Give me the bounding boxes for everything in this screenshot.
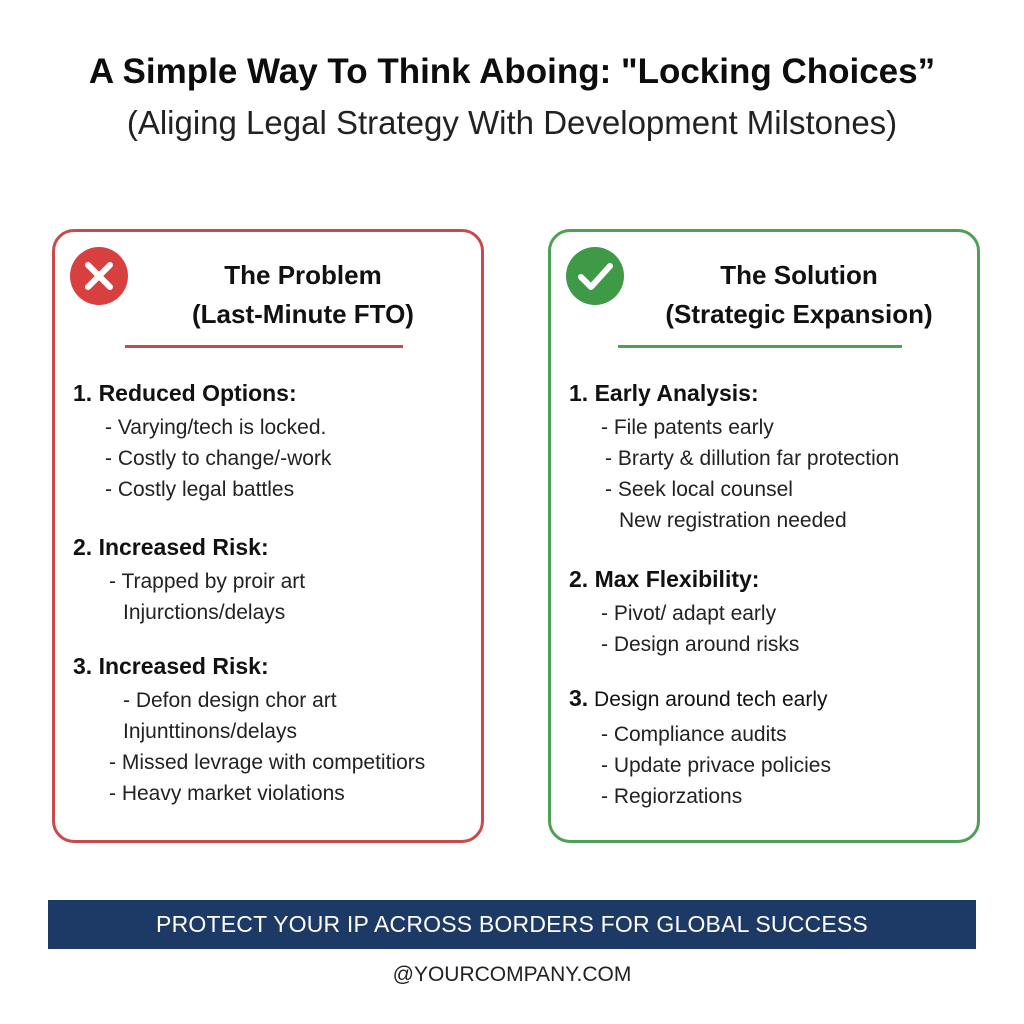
problem-heading: The Problem (Last-Minute FTO): [135, 256, 471, 334]
solution-section-1: 1. Early Analysis: - File patents early …: [569, 378, 971, 536]
list-item: - Regiorzations: [601, 785, 743, 808]
solution-heading-title: The Solution: [720, 260, 878, 290]
list-item: - Trapped by proir art: [109, 570, 306, 593]
section-heading: 3. Design around tech early: [569, 683, 971, 715]
solution-section-3: 3. Design around tech early - Compliance…: [569, 683, 971, 812]
section-heading-text: Design around tech early: [594, 688, 828, 711]
problem-section-2: 2. Increased Risk: - Trapped by proir ar…: [73, 532, 475, 628]
x-circle-icon: [69, 246, 129, 306]
list-item: - Defon design chor art: [123, 689, 337, 712]
footer-website: @YOURCOMPANY.COM: [392, 963, 632, 986]
solution-divider: [618, 345, 902, 348]
problem-divider: [125, 345, 403, 348]
list-item: - Compliance audits: [601, 723, 787, 746]
page-title: A Simple Way To Think Aboing: "Locking C…: [88, 52, 936, 91]
section-heading: 2. Increased Risk:: [73, 534, 269, 560]
list-item: - Heavy market violations: [109, 782, 345, 805]
problem-heading-subtitle: (Last-Minute FTO): [192, 299, 414, 329]
section-heading: 1. Reduced Options:: [73, 380, 297, 406]
section-heading: 1. Early Analysis:: [569, 380, 759, 406]
list-item: - Costly to change/-work: [105, 447, 332, 470]
solution-heading: The Solution (Strategic Expansion): [631, 256, 967, 334]
list-item: - Seek local counsel: [605, 478, 793, 501]
page-subtitle: (Aliging Legal Strategy With Development…: [126, 104, 898, 141]
section-number: 3.: [569, 685, 589, 711]
list-item: - File patents early: [601, 416, 774, 439]
problem-section-1: 1. Reduced Options: - Varying/tech is lo…: [73, 378, 475, 505]
check-circle-icon: [565, 246, 625, 306]
list-item: - Varying/tech is locked.: [105, 416, 327, 439]
cta-banner: PROTECT YOUR IP ACROSS BORDERS FOR GLOBA…: [48, 900, 976, 949]
list-item: - Missed levrage with competitiors: [109, 751, 426, 774]
list-item: - Design around risks: [601, 633, 800, 656]
solution-heading-subtitle: (Strategic Expansion): [665, 299, 933, 329]
list-item: New registration needed: [619, 509, 847, 532]
list-item: - Costly legal battles: [105, 478, 295, 501]
list-item: Injurctions/delays: [123, 601, 286, 624]
solution-section-2: 2. Max Flexibility: - Pivot/ adapt early…: [569, 564, 971, 660]
section-heading: 2. Max Flexibility:: [569, 566, 760, 592]
section-heading: 3. Increased Risk:: [73, 653, 269, 679]
list-item: - Pivot/ adapt early: [601, 602, 777, 625]
problem-section-3: 3. Increased Risk: - Defon design chor a…: [73, 651, 475, 809]
list-item: - Update privace policies: [601, 754, 831, 777]
list-item: Injunttinons/delays: [123, 720, 297, 743]
problem-heading-title: The Problem: [224, 260, 382, 290]
problem-card: The Problem (Last-Minute FTO) 1. Reduced…: [52, 229, 484, 843]
list-item: - Brarty & dillution far protection: [605, 447, 900, 470]
solution-card: The Solution (Strategic Expansion) 1. Ea…: [548, 229, 980, 843]
